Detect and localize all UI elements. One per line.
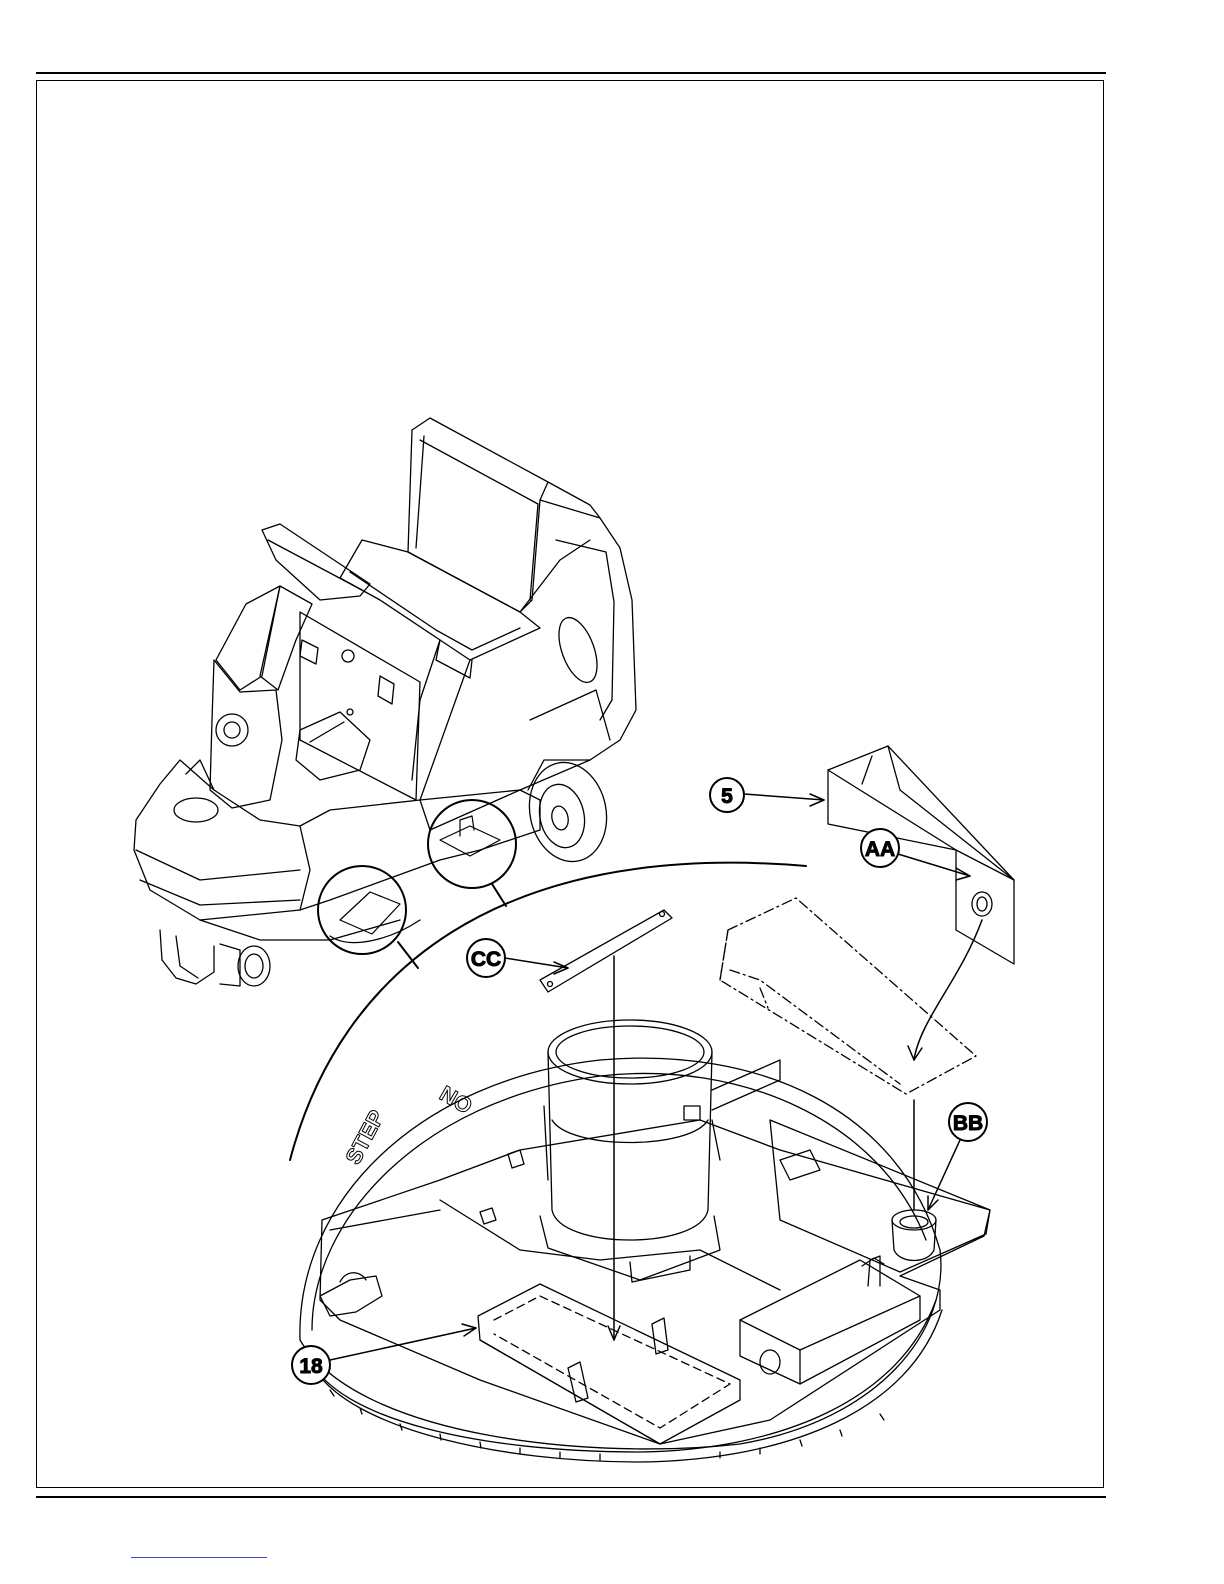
callout-18: 18 [292,1324,476,1384]
callout-5: 5 [710,778,824,812]
decal-word-step: STEP [340,1106,389,1168]
callout-5-label: 5 [721,785,733,808]
callout-cc-label: CC [471,948,501,971]
callout-bb: BB [928,1103,987,1210]
installed-wedge-phantom [720,898,976,1094]
part-5-wedge [828,746,1014,964]
callout-cc: CC [467,939,568,977]
brush-deck-illustration [300,1020,990,1462]
decal-word-no: NO [436,1081,477,1119]
callout-bb-label: BB [953,1112,983,1135]
callout-18-label: 18 [299,1355,323,1378]
callout-aa-label: AA [865,838,895,861]
part-cc-strap [540,910,672,992]
floor-machine-illustration [134,418,636,986]
no-step-decal: NO STEP [340,1081,476,1169]
callout-aa: AA [861,829,970,880]
part-18-tray [478,1284,740,1444]
